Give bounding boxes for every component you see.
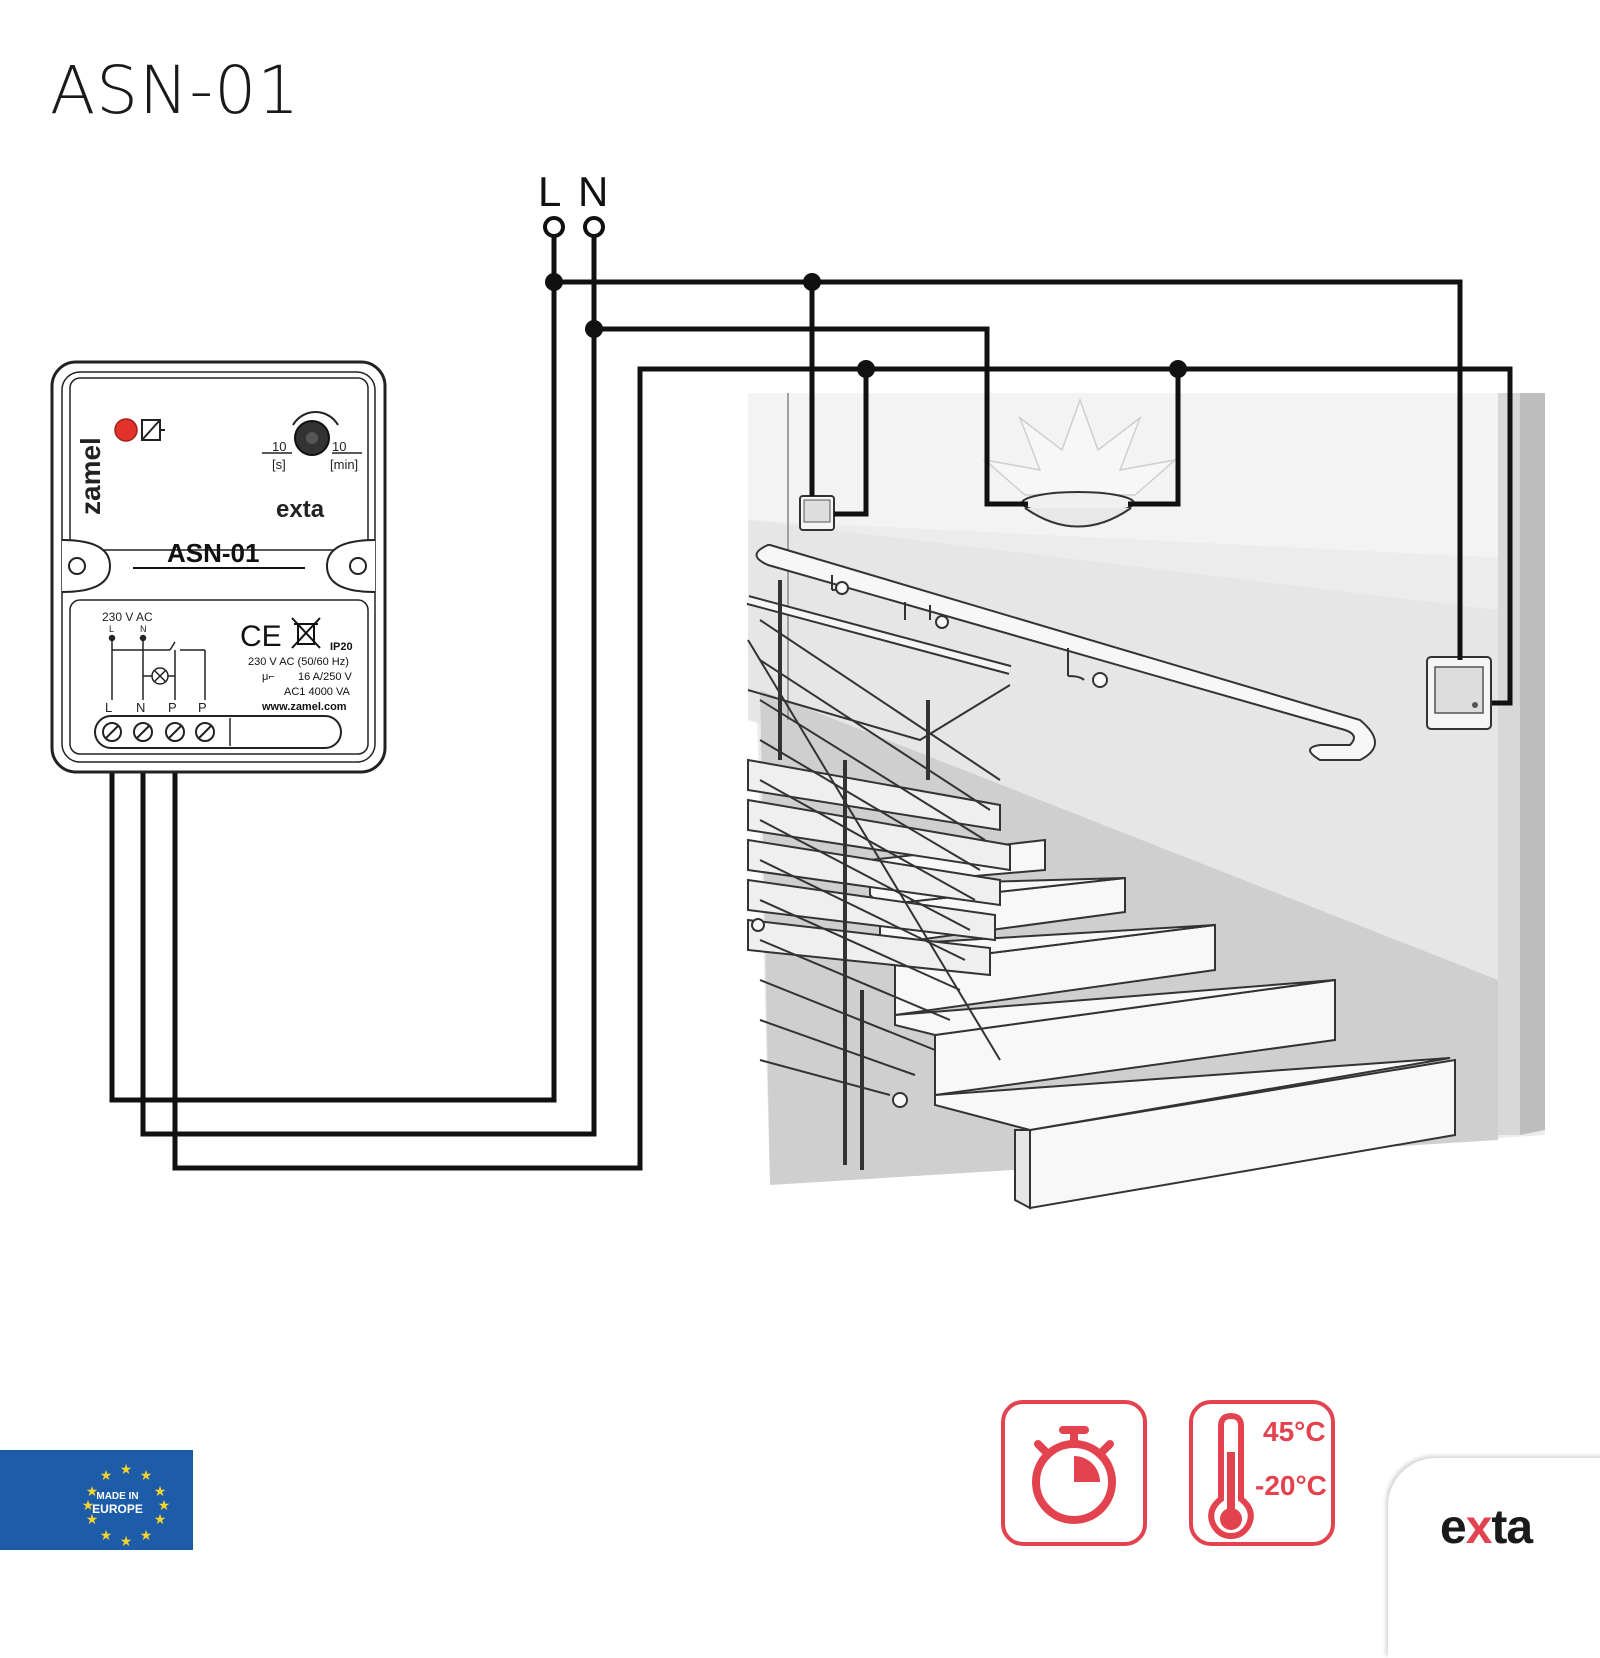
terminal-l-label: L: [105, 700, 112, 715]
voltage-label: 230 V AC: [102, 610, 153, 624]
protection-rating: IP20: [330, 641, 353, 653]
temp-min-label: -20°C: [1255, 1470, 1327, 1501]
supply-neutral-label: N: [578, 168, 608, 215]
wire-neutral-lamp: [594, 326, 1028, 507]
timer-feature-badge: [1001, 1400, 1147, 1546]
timer-min-value: 10: [272, 439, 286, 454]
supply-line-label: L: [538, 168, 561, 215]
handrail: [751, 544, 1376, 1108]
mounting-hole-left: [61, 539, 112, 593]
temp-max-label: 45°C: [1263, 1416, 1326, 1447]
device-model: ASN-01: [167, 538, 259, 568]
status-led: [114, 418, 138, 442]
svg-text:★: ★: [100, 1528, 113, 1544]
svg-text:★: ★: [140, 1468, 153, 1484]
contact-icon: μ⌐: [262, 671, 275, 683]
stopwatch-icon: [1032, 1426, 1116, 1524]
svg-text:★: ★: [86, 1512, 99, 1528]
terminal-top-n: N: [140, 624, 147, 634]
wire-line-bus: [554, 279, 1463, 660]
svg-text:★: ★: [82, 1498, 95, 1514]
terminal-top-l: L: [109, 624, 114, 634]
spec-contact: 16 A/250 V: [298, 671, 352, 683]
svg-text:★: ★: [86, 1484, 99, 1500]
svg-text:★: ★: [140, 1528, 153, 1544]
stair-underside: [747, 758, 1011, 977]
wire-load-lamp: [1128, 369, 1181, 507]
terminal-block: [94, 715, 342, 749]
wires: [109, 236, 1513, 1171]
device-website: www.zamel.com: [261, 701, 347, 713]
wire-line: [109, 236, 557, 1103]
asn-01-device: zamel 10 [s] 10 [min] exta ASN-01: [50, 360, 387, 774]
wire-load-switch-left: [834, 369, 869, 517]
wall-switch-right: [1426, 656, 1492, 730]
lamp-icon: [151, 667, 169, 685]
temperature-feature-badge: 45°C -20°C: [1189, 1400, 1335, 1546]
terminal-p2-label: P: [198, 700, 207, 715]
svg-text:★: ★: [120, 1462, 133, 1478]
logo-suffix: ta: [1491, 1501, 1533, 1554]
timer-max-unit: [min]: [330, 457, 358, 472]
terminal-n-label: N: [136, 700, 145, 715]
wiring-diagram: L N zamel 10 [s] 10 [min] exta ASN-01: [50, 168, 1545, 1210]
supply-terminals: [543, 216, 605, 238]
page-title: ASN-01: [50, 52, 301, 129]
svg-text:★: ★: [120, 1534, 133, 1550]
made-in-europe-badge: ★ ★ ★ ★ ★ ★ ★ ★ ★ ★ ★ ★ MADE IN EUROPE: [0, 1450, 193, 1550]
banister: [746, 580, 1012, 1170]
wire-junctions: [545, 273, 1187, 378]
spec-load: AC1 4000 VA: [284, 686, 351, 698]
wall-switch-left: [799, 495, 835, 531]
corner-brand-tab: [1388, 1458, 1600, 1658]
svg-text:★: ★: [154, 1484, 167, 1500]
wire-load: [172, 366, 1513, 1171]
ce-icon: CE: [240, 620, 282, 653]
spec-supply: 230 V AC (50/60 Hz): [248, 656, 349, 668]
timer-max-value: 10: [332, 439, 346, 454]
relay-icon: [141, 419, 165, 441]
logo-x: x: [1465, 1501, 1493, 1554]
europe-label: EUROPE: [92, 1502, 143, 1516]
logo-prefix: e: [1440, 1501, 1467, 1554]
staircase-illustration: [746, 393, 1545, 1210]
svg-text:★: ★: [158, 1498, 171, 1514]
terminal-p1-label: P: [168, 700, 177, 715]
ceiling-lamp-icon: [1021, 491, 1135, 528]
brand-logo: zamel: [75, 437, 106, 515]
svg-text:★: ★: [100, 1468, 113, 1484]
corner-exta-logo: exta: [1440, 1500, 1533, 1555]
mounting-hole-right: [325, 539, 376, 593]
timer-min-unit: [s]: [272, 457, 286, 472]
weee-bin-icon: [291, 617, 321, 649]
wire-neutral: [140, 236, 597, 1137]
thermometer-icon: [1208, 1412, 1254, 1540]
internal-schematic: [108, 634, 206, 700]
eu-stars-icon: ★ ★ ★ ★ ★ ★ ★ ★ ★ ★ ★ ★: [82, 1462, 171, 1550]
knob-icon: [262, 411, 362, 456]
made-in-label: MADE IN: [96, 1491, 139, 1502]
svg-text:★: ★: [154, 1512, 167, 1528]
series-logo: exta: [276, 496, 325, 523]
